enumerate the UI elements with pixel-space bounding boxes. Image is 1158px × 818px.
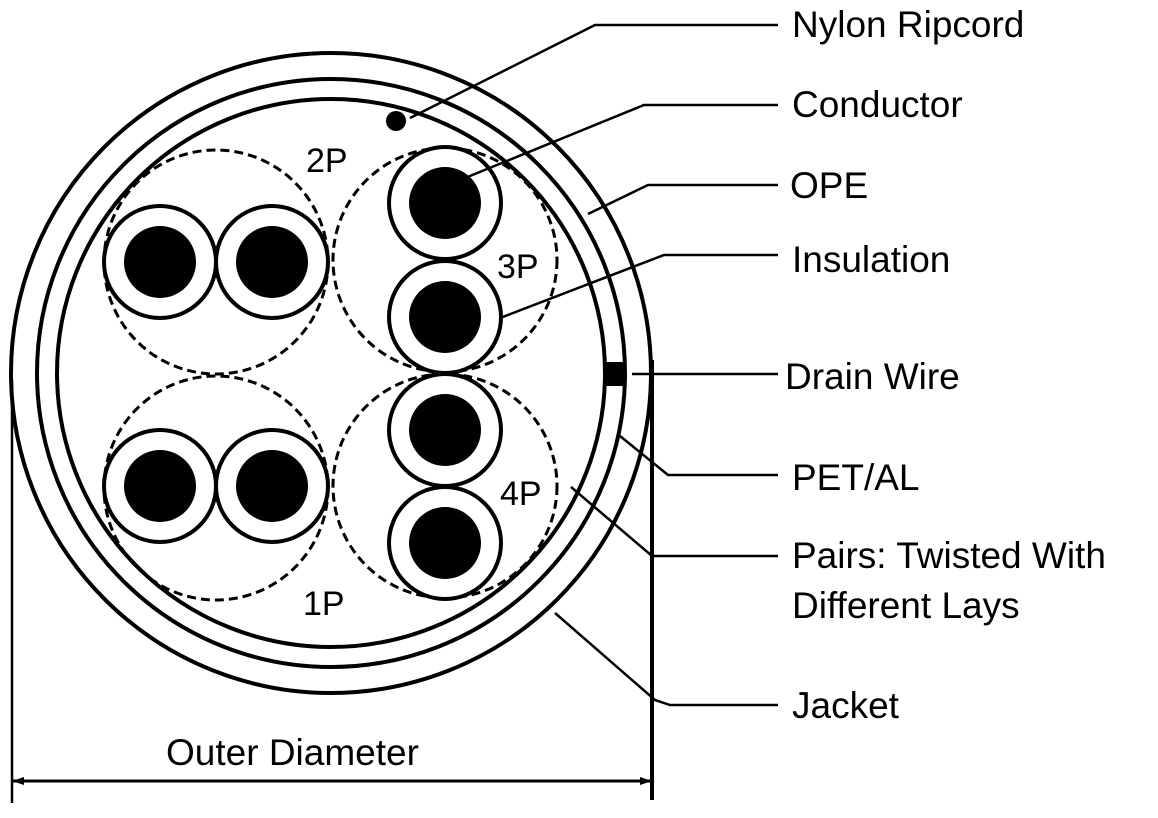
drain-wire [604,362,626,386]
conductor [409,507,481,579]
conductor [124,226,196,298]
pair-label-4p: 4P [500,475,542,513]
label-outer-diameter: Outer Diameter [166,732,419,773]
leader-ope [587,183,778,216]
label-nylon-ripcord: Nylon Ripcord [792,4,1024,45]
label-insulation: Insulation [792,239,950,280]
leader-conductor [464,103,778,180]
label-pairs-line2: Different Lays [792,585,1020,626]
dimension-arrow-left [12,777,24,785]
pair-3p [387,145,503,375]
label-pairs-line1: Pairs: Twisted With [792,535,1106,576]
pair-1p [102,428,330,544]
dimension-arrow-right [640,777,652,785]
leader-pet-al [619,435,778,477]
leader-nylon-ripcord [409,23,778,120]
nylon-ripcord [386,111,406,131]
pair-4p [387,372,503,601]
label-ope: OPE [790,165,868,206]
pair-label-2p: 2P [306,142,348,180]
conductor [409,281,481,353]
conductor [236,226,308,298]
label-pet-al: PET/AL [792,457,920,498]
pair-label-1p: 1P [303,585,345,623]
label-conductor: Conductor [792,84,963,125]
conductor [409,394,481,466]
conductor [236,450,308,522]
label-jacket: Jacket [792,685,900,726]
pair-2p [102,204,330,320]
conductor [124,450,196,522]
label-drain-wire: Drain Wire [785,356,960,397]
pair-label-3p: 3P [497,248,539,286]
leader-jacket [554,612,778,707]
leader-insulation [499,253,778,320]
conductor [409,167,481,239]
